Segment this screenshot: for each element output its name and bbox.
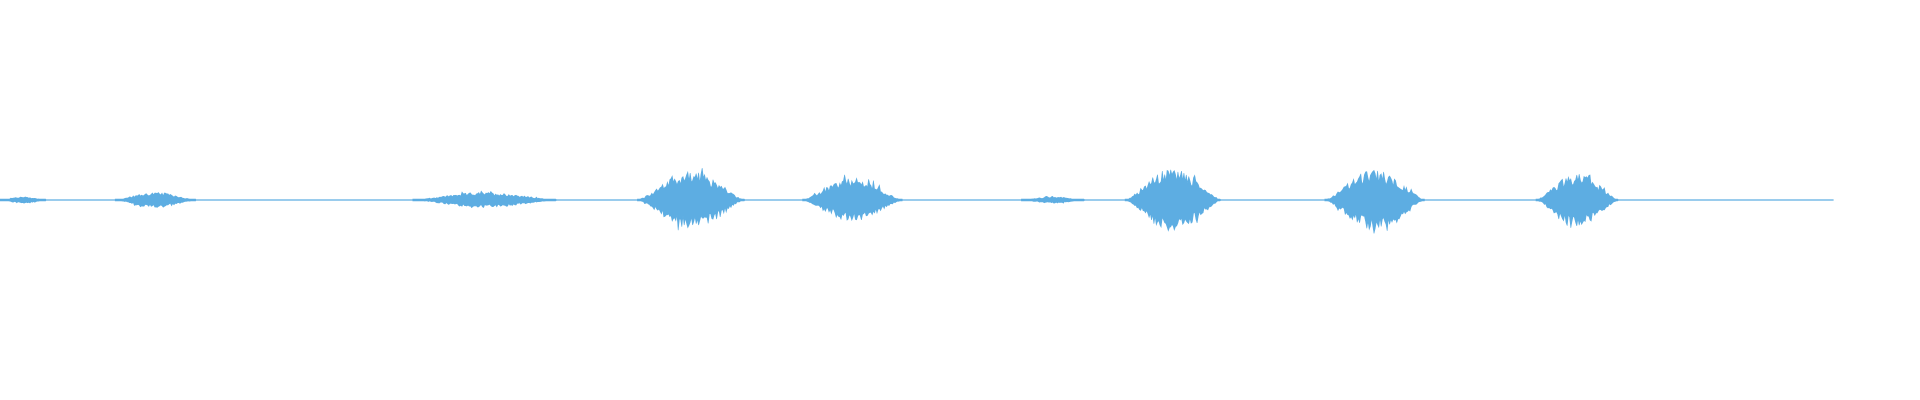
- waveform-segment-9: [1535, 174, 1620, 228]
- waveform-segment-1: [0, 196, 47, 204]
- waveform-segment-2: [114, 192, 197, 208]
- waveform-segment-7: [1124, 169, 1222, 232]
- waveform-segment-6: [1021, 195, 1086, 204]
- waveform-segment-8: [1324, 169, 1425, 234]
- waveform-segment-3: [412, 190, 558, 209]
- waveform-segment-4: [637, 168, 746, 231]
- waveform-segment-5: [802, 174, 903, 222]
